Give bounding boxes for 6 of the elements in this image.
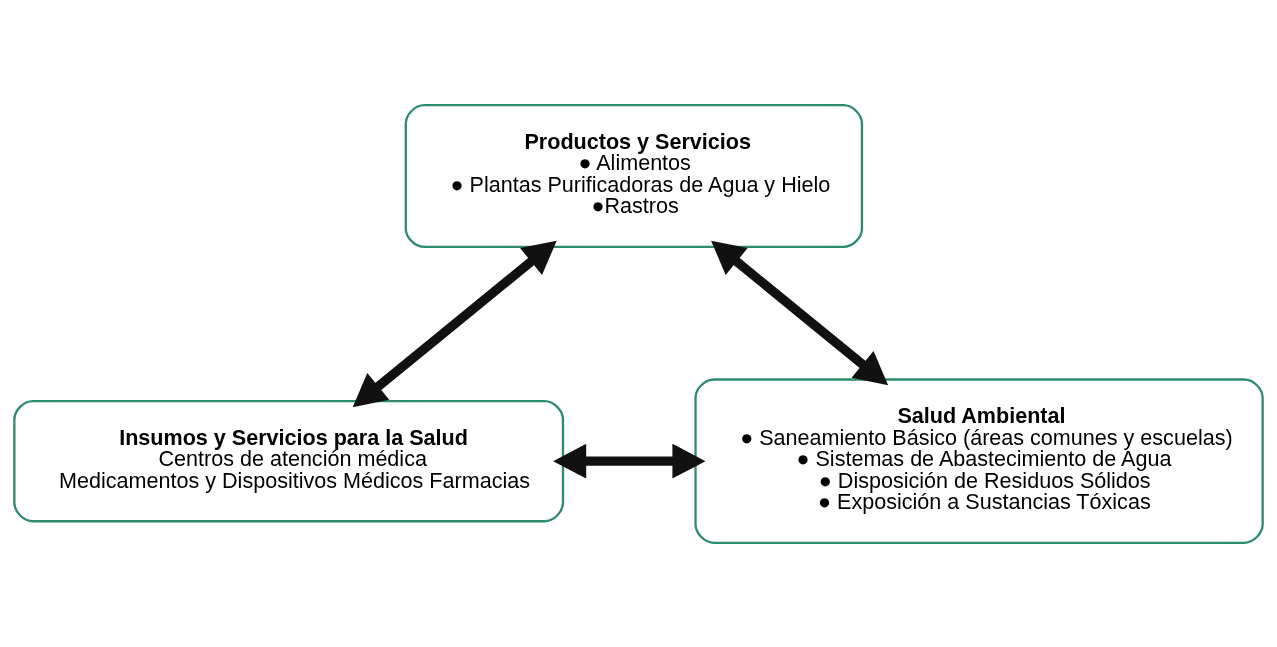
arrow: [352, 240, 557, 407]
node-box: Salud Ambiental ● Saneamiento Básico (áreas comunes y escuelas) ● Sistemas de Abastecimiento de Agua ● Disposición de Residuos Sólidos ● Exposición a Sustancias Tóxicas: [694, 377, 1264, 544]
node-box: Insumos y Servicios para la Salud Centros de atención médica Medicamentos y Dispositivos Médicos Farmacias: [13, 399, 565, 522]
node-box: Productos y Servicios ● Alimentos ● Plantas Purificadoras de Agua y Hielo ●Rastros: [404, 103, 864, 248]
arrow: [711, 240, 889, 385]
arrow: [553, 443, 706, 479]
